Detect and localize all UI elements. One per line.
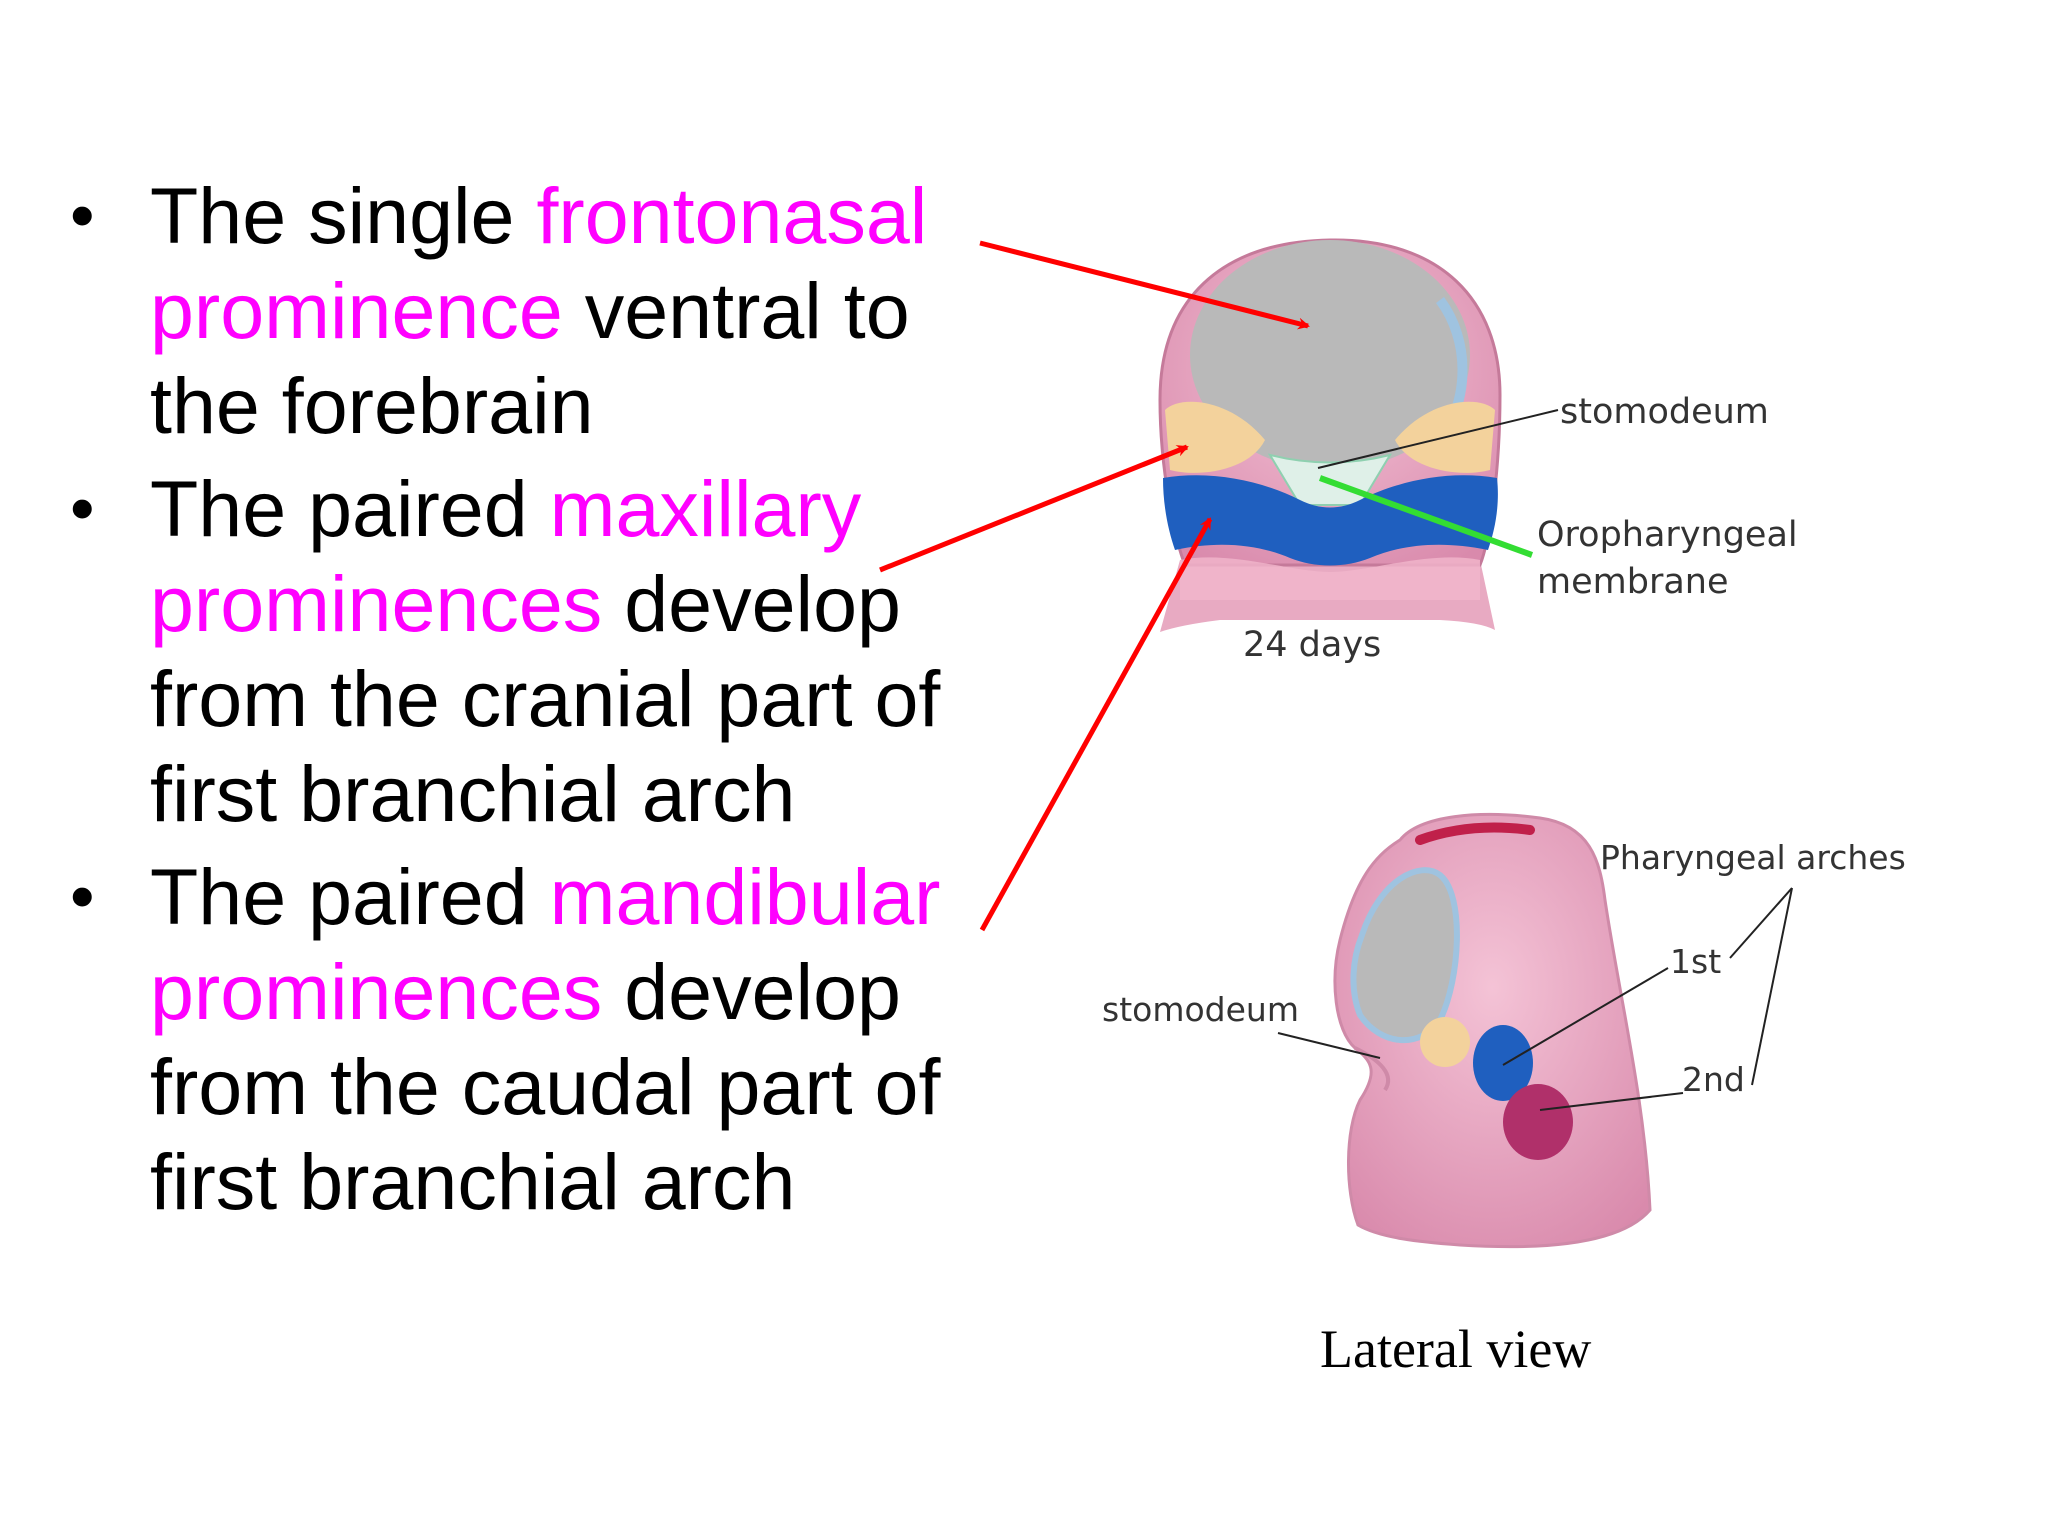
stomodeum-label-top: stomodeum <box>1560 392 1769 432</box>
pharyngeal-arches-label: Pharyngeal arches <box>1600 838 1906 877</box>
second-arch-pointer <box>1539 1092 1684 1111</box>
arches-bracket-to-2nd <box>1751 887 1793 1086</box>
age-label: 24 days <box>1243 625 1382 665</box>
arches-bracket-to-1st <box>1729 887 1793 959</box>
maxillary-left <box>1165 401 1265 473</box>
oropharyngeal-label-line1: Oropharyngeal <box>1537 515 1798 555</box>
bullet-maxillary: • The paired maxillary prominences devel… <box>62 461 1002 841</box>
bullet-dot: • <box>70 176 95 254</box>
lateral-view-embryo <box>1333 813 1652 1249</box>
lateral-maxillary <box>1420 1017 1470 1067</box>
bullet-text-post: ventral to the forebrain <box>150 266 910 450</box>
bullet-frontonasal: • The single frontonasal prominence vent… <box>62 168 1002 453</box>
lateral-stomodeum-pointer <box>1277 1032 1381 1059</box>
bullet-highlight: maxillary prominences <box>150 464 862 648</box>
lateral-second-arch <box>1503 1084 1573 1160</box>
arrow-maxillary <box>879 444 1189 573</box>
stomodeum-pointer-line <box>1317 409 1559 469</box>
membrane-pointer-line <box>1318 475 1534 558</box>
bullet-highlight: mandibular prominences <box>150 852 941 1036</box>
second-arch-label: 2nd <box>1682 1060 1745 1099</box>
oropharyngeal-label-line2: membrane <box>1537 562 1729 602</box>
bullet-dot: • <box>70 469 95 547</box>
lateral-view-caption: Lateral view <box>1320 1319 1592 1379</box>
mandibular-band <box>1163 475 1498 566</box>
lateral-stomodeum-notch <box>1354 1046 1391 1092</box>
arrow-mandibular <box>979 517 1213 932</box>
arrow-frontonasal <box>979 240 1310 330</box>
bullet-text-post: develop from the caudal part of first br… <box>150 947 941 1226</box>
frontal-view-embryo <box>1158 238 1502 632</box>
bullet-list: • The single frontonasal prominence vent… <box>62 168 1002 1237</box>
lateral-dorsal-streak <box>1415 822 1535 845</box>
bullet-dot: • <box>70 857 95 935</box>
lateral-first-arch <box>1473 1025 1533 1101</box>
frontonasal-prominence <box>1190 240 1470 470</box>
bullet-highlight: frontonasal prominence <box>150 171 928 355</box>
bullet-text-pre: The single <box>150 171 537 260</box>
bullet-mandibular: • The paired mandibular prominences deve… <box>62 849 1002 1229</box>
lateral-forebrain <box>1350 867 1460 1044</box>
bullet-text-post: develop from the cranial part of first b… <box>150 559 941 838</box>
first-arch-pointer <box>1502 967 1669 1066</box>
heart-bulge <box>1180 557 1480 600</box>
bullet-text-pre: The paired <box>150 852 550 941</box>
first-arch-label: 1st <box>1670 942 1722 981</box>
stomodeum-label-lateral: stomodeum <box>1102 990 1299 1029</box>
bullet-text-pre: The paired <box>150 464 550 553</box>
